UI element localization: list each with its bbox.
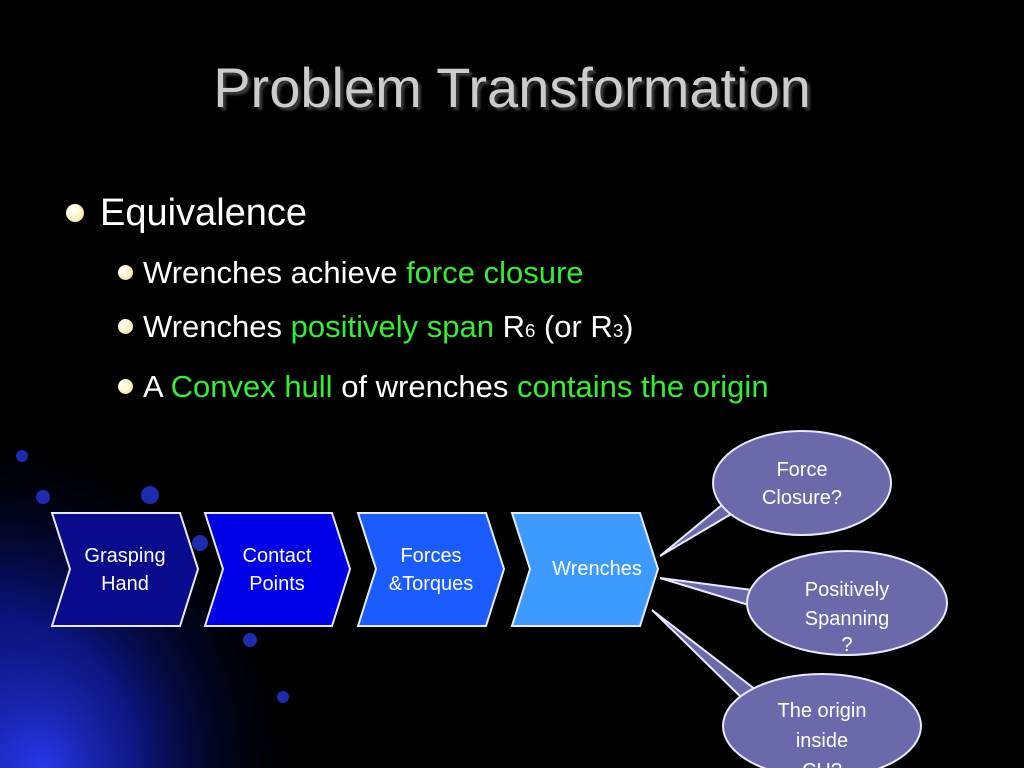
sub-bullet-convex-hull: A Convex hull of wrenches contains the o… [118, 369, 769, 405]
bullet-dot-icon [118, 379, 133, 394]
sub-bullet-text: A [143, 369, 171, 404]
callout-pointer-origin [651, 609, 758, 702]
highlight-text: Convex hull [170, 369, 333, 404]
background-swoosh-highlight [0, 520, 220, 768]
callout-origin-inside-ch [722, 673, 922, 768]
bullet-dot-icon [118, 319, 133, 334]
callout-label-origin-inside-ch: The origininsideCH? [777, 700, 867, 768]
sub-bullet-text: Wrenches achieve [143, 255, 407, 290]
bullet-dot-icon [118, 265, 133, 280]
sub-bullet-text-mid: of wrenches [332, 369, 517, 404]
bullet-text: Equivalence [100, 192, 308, 234]
close-paren: ) [623, 309, 634, 344]
highlight-text: force closure [406, 255, 584, 290]
sub-bullet-force-closure: Wrenches achieve force closure [118, 255, 584, 291]
highlight-text: contains the origin [516, 369, 769, 404]
callout-positively-spanning [746, 550, 948, 656]
highlight-text: positively span [290, 309, 494, 344]
r-symbol: R [502, 309, 525, 344]
callout-pointer-positively-spanning [659, 577, 753, 608]
chevron-wrenches [510, 512, 660, 627]
chevron-grasping-hand [50, 512, 200, 627]
step-label-wrenches: Wrenches [552, 558, 642, 580]
bullet-equivalence: Equivalence [66, 192, 307, 235]
slide-title: Problem Transformation [213, 56, 811, 119]
step-label-forces-torques: Forces&Torques [388, 545, 474, 595]
bullet-dot-icon [66, 204, 84, 222]
or-r-text: (or R [535, 309, 613, 344]
chevron-forces-torques [356, 512, 506, 627]
chevron-contact-points [203, 512, 352, 627]
sub-bullet-text: Wrenches [143, 309, 291, 344]
callout-force-closure [712, 430, 892, 536]
